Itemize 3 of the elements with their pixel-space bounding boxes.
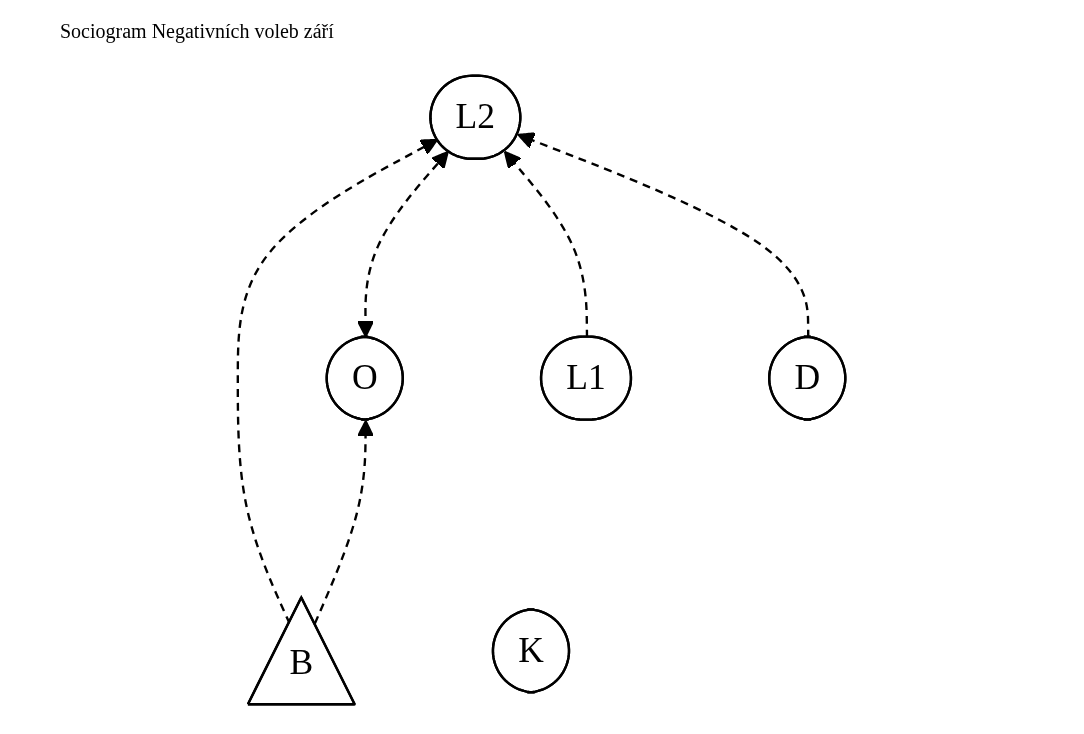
diagram-title: Sociogram Negativních voleb září [60,20,334,43]
arrow [314,419,375,625]
arrow [237,138,439,625]
